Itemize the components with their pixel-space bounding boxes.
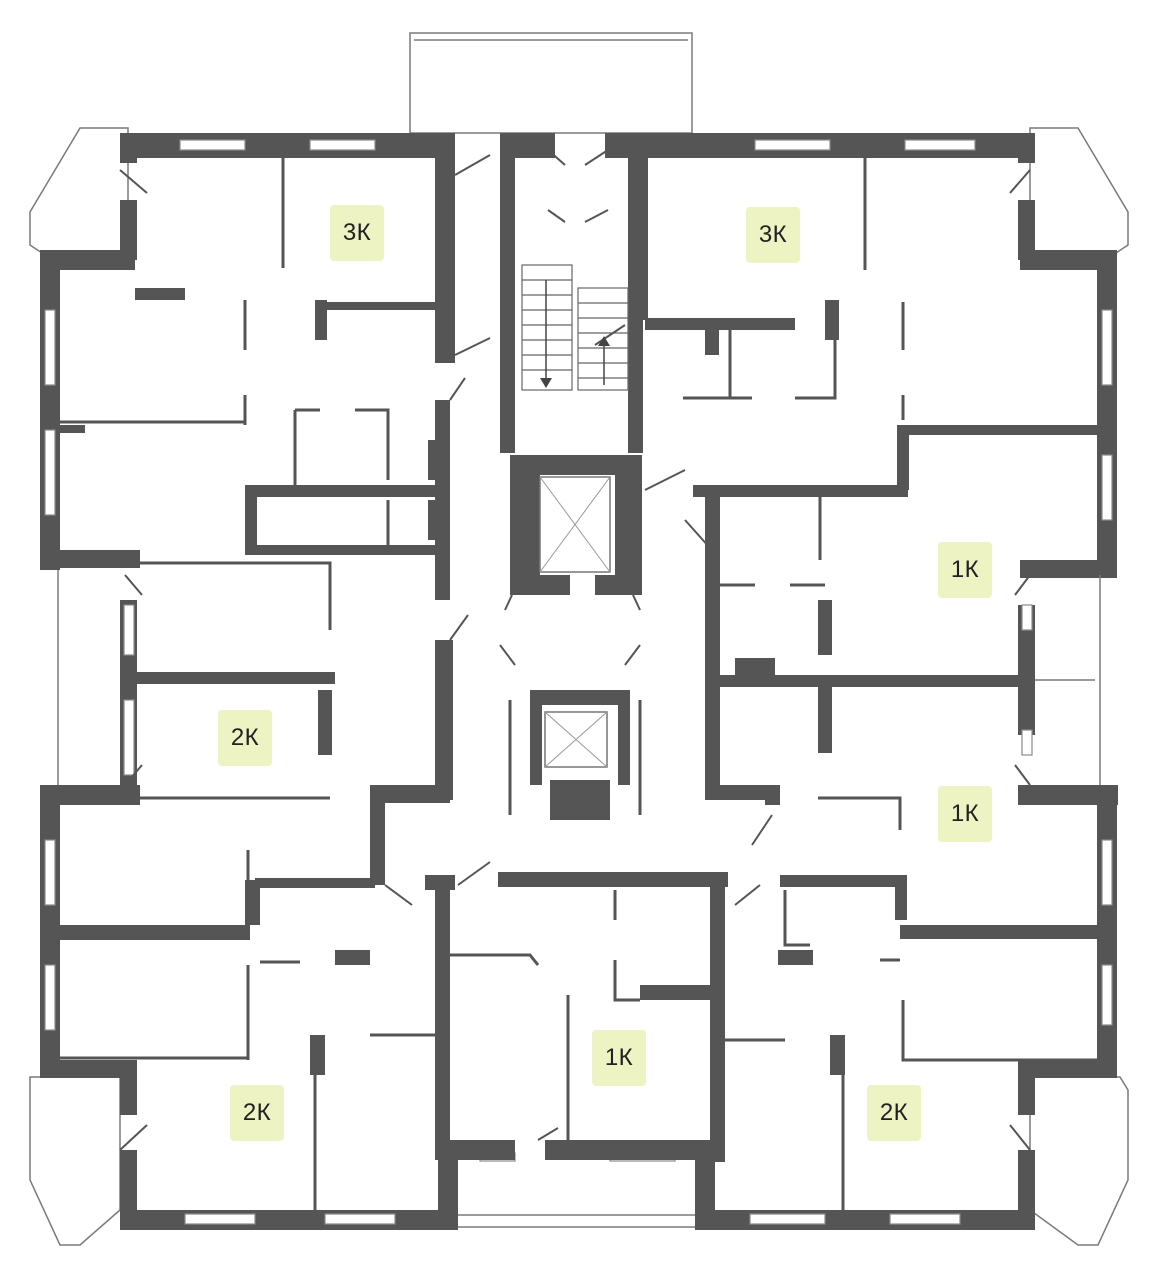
apartment-label-3k-left[interactable]: 3К <box>330 205 384 261</box>
stairwell <box>521 264 629 391</box>
apartment-label-2k-bottom-right[interactable]: 2К <box>867 1085 921 1141</box>
apartment-label-3k-right[interactable]: 3К <box>746 207 800 263</box>
core-walls <box>370 133 780 1162</box>
apartment-label-1k-right-middle[interactable]: 1К <box>938 786 992 842</box>
apartment-label-1k-right-upper[interactable]: 1К <box>938 542 992 598</box>
apartment-label-2k-left-middle[interactable]: 2К <box>218 710 272 766</box>
doors <box>119 149 1031 1151</box>
apartment-label-1k-bottom-center[interactable]: 1К <box>592 1030 646 1086</box>
elevator-icon <box>544 711 608 768</box>
elevator-icon <box>539 476 611 573</box>
stair-down-arrow-icon <box>540 280 552 388</box>
top-balcony <box>409 32 693 134</box>
windows <box>44 139 1113 1225</box>
stair-up-arrow-icon <box>598 336 610 385</box>
stair-treads-left <box>522 279 572 371</box>
apartment-label-2k-bottom-left[interactable]: 2К <box>230 1085 284 1141</box>
interior-walls <box>60 150 1112 1075</box>
stair-treads-right <box>578 302 628 379</box>
thin-partitions <box>60 158 1097 1210</box>
